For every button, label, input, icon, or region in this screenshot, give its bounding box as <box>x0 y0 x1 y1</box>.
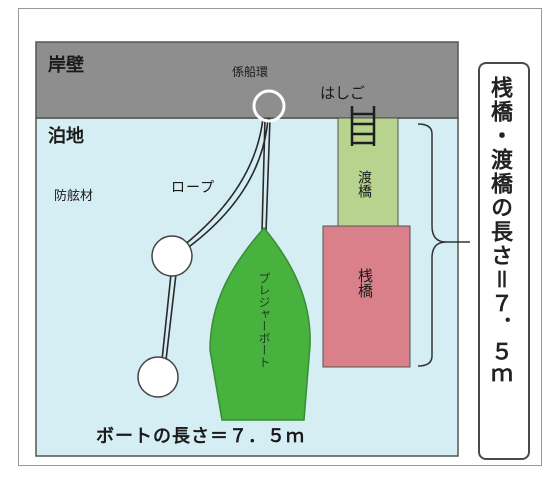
fender-upper-icon <box>151 235 193 277</box>
fender-lower-icon <box>137 356 179 398</box>
pier-label: 桟橋 <box>356 268 374 298</box>
rope-label: ロープ <box>171 180 216 196</box>
pier-length-label: 桟橋・渡橋の長さ＝７．５ｍ <box>487 76 512 388</box>
pier-length-box <box>478 62 530 460</box>
gangway-label: 渡橋 <box>356 170 372 198</box>
fender-label: 防舷材 <box>54 189 94 204</box>
gangway-rect <box>337 117 399 229</box>
quay-wall <box>35 41 459 119</box>
boat-label: プレジャーボート <box>257 272 271 368</box>
pier-rect <box>322 225 411 368</box>
ladder-label: はしご <box>320 84 366 102</box>
mooring-ring-label: 係船環 <box>232 65 269 79</box>
ladder-icon <box>350 106 376 146</box>
boat-length-label: ボートの長さ＝７．５ｍ <box>96 426 305 447</box>
quay-wall-label: 岸壁 <box>48 55 84 76</box>
berth-label: 泊地 <box>48 126 84 147</box>
boat-shape <box>209 226 311 421</box>
rope-lines <box>161 117 271 361</box>
mooring-ring-icon <box>252 89 286 123</box>
